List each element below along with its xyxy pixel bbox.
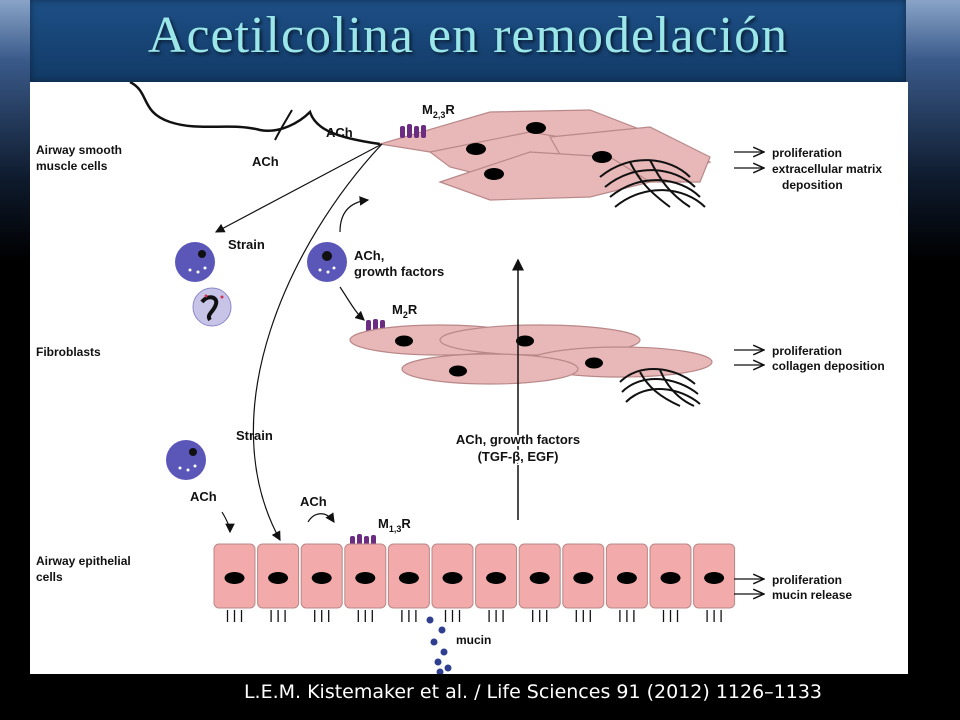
nerve-fiber-branch [274, 109, 293, 141]
label-strain-2: Strain [236, 428, 273, 443]
immune-cell [307, 242, 347, 282]
citation: L.E.M. Kistemaker et al. / Life Sciences… [243, 681, 823, 703]
nucleus [526, 122, 546, 134]
label-ach-left: ACh [190, 489, 217, 504]
title-bar: Acetilcolina en remodelación [30, 0, 906, 83]
outcome-epi-2: mucin release [772, 588, 852, 602]
outcome-arrows-mid [734, 350, 764, 365]
label-strain-1: Strain [228, 237, 265, 252]
nucleus [573, 572, 594, 584]
m13-label: M1,3R [378, 516, 411, 534]
outcome-epi-1: proliferation [772, 573, 842, 587]
strain-arrow-1 [214, 143, 383, 233]
immune-cell [175, 242, 215, 282]
ach-epi-arrow [307, 512, 335, 523]
label-smooth-muscle-1: Airway smooth [36, 143, 122, 157]
immune-cell-granulocyte [192, 287, 232, 327]
label-epithelial-1: Airway epithelial [36, 554, 131, 568]
nucleus [449, 365, 467, 377]
ecm-fibers-top [599, 159, 706, 208]
nucleus [442, 572, 463, 584]
smooth-muscle-cells [379, 109, 712, 201]
nucleus [529, 572, 550, 584]
label-ach-epi: ACh [300, 494, 327, 509]
label-ach-top: ACh [326, 125, 353, 140]
m23-receptor-icon [400, 124, 426, 138]
curve-arrow-up [339, 196, 370, 233]
m2-label: M2R [392, 302, 418, 320]
outcome-arrows-bottom [734, 579, 764, 594]
nerve-fiber [129, 80, 381, 146]
label-smooth-muscle-2: muscle cells [36, 159, 108, 173]
epithelial-cells [213, 543, 736, 622]
label-ach-growth-center-2: (TGF-β, EGF) [478, 449, 559, 464]
immune-cell [166, 440, 206, 480]
nucleus [516, 335, 534, 347]
nucleus [311, 572, 332, 584]
curve-arrow-down [339, 286, 365, 321]
label-ach-growth-2: growth factors [354, 264, 444, 279]
nucleus [484, 168, 504, 180]
m23-label: M2,3R [422, 102, 455, 120]
nucleus [395, 335, 413, 347]
nucleus [704, 572, 725, 584]
label-ach-growth-1: ACh, [354, 248, 384, 263]
m2-receptor-icon [366, 319, 385, 332]
outcome-smooth-2: extracellular matrix [772, 162, 882, 176]
nucleus [592, 151, 612, 163]
collagen-fibers [619, 368, 701, 407]
mucin-droplets [426, 616, 452, 676]
label-ach-top-2: ACh [252, 154, 279, 169]
nucleus [616, 572, 637, 584]
outcome-smooth-1: proliferation [772, 146, 842, 160]
nucleus [466, 143, 486, 155]
strain-arrow-2 [252, 143, 383, 542]
slide-title: Acetilcolina en remodelación [147, 7, 789, 64]
label-mucin: mucin [456, 633, 491, 647]
outcome-arrows-top [734, 152, 764, 168]
remodeling-diagram: Airway smooth muscle cells Fibroblasts A… [36, 80, 885, 676]
nucleus [268, 572, 289, 584]
nucleus [585, 357, 603, 369]
nucleus [398, 572, 419, 584]
label-fibroblasts: Fibroblasts [36, 345, 101, 359]
nucleus [224, 572, 245, 584]
nucleus [660, 572, 681, 584]
outcome-smooth-3: deposition [782, 178, 843, 192]
outcome-fibro-1: proliferation [772, 344, 842, 358]
fibroblast-cells [349, 324, 713, 385]
label-epithelial-2: cells [36, 570, 63, 584]
label-ach-growth-center-1: ACh, growth factors [456, 432, 580, 447]
nucleus [486, 572, 507, 584]
ach-left-arrow [221, 511, 235, 534]
nucleus [355, 572, 376, 584]
outcome-fibro-2: collagen deposition [772, 359, 885, 373]
figure-panel: Airway smooth muscle cells Fibroblasts A… [30, 80, 908, 676]
